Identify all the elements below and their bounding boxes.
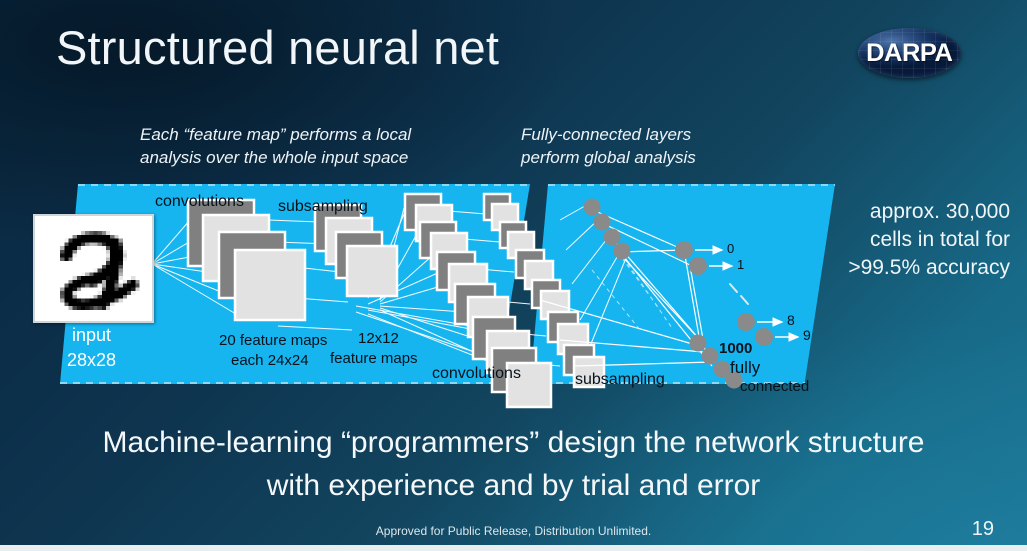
bottom-statement-line-1: Machine-learning “programmers” design th… — [102, 426, 925, 459]
caption-global-analysis: Fully-connected layers perform global an… — [521, 125, 696, 167]
page-title: Structured neural net — [56, 21, 500, 74]
label-convolutions-2: convolutions — [432, 365, 521, 382]
footer-bar — [0, 545, 1027, 551]
bottom-statement: Machine-learning “programmers” design th… — [0, 422, 1027, 507]
label-feature-maps-1-line-1: 20 feature maps — [219, 332, 328, 349]
label-fully-connected-line-2: fully — [730, 358, 761, 377]
darpa-logo: DARPA — [858, 28, 961, 78]
label-subsampling-2: subsampling — [575, 371, 665, 388]
label-feature-maps-2-line-2: feature maps — [330, 350, 418, 367]
accuracy-note-line-1: approx. 30,000 — [869, 200, 1010, 223]
label-convolutions-1: convolutions — [155, 193, 244, 210]
mnist-digit-canvas — [35, 216, 152, 321]
label-subsampling-1: subsampling — [278, 198, 368, 215]
bottom-statement-line-2: with experience and by trial and error — [266, 468, 761, 502]
output-label-0: 0 — [727, 241, 735, 256]
network-diagram: input 28x28 — [0, 180, 1027, 409]
input-label-line-1: input — [71, 325, 112, 345]
label-fully-connected-line-1: 1000 — [719, 340, 753, 357]
approval-notice: Approved for Public Release, Distributio… — [375, 524, 652, 538]
page-number: 19 — [971, 518, 994, 540]
label-feature-maps-2-line-1: 12x12 — [358, 330, 399, 347]
accuracy-note: approx. 30,000 cells in total for >99.5%… — [740, 198, 1010, 282]
label-feature-maps-1-line-2: each 24x24 — [231, 352, 309, 369]
output-label-8: 8 — [787, 312, 795, 328]
input-image — [33, 214, 154, 323]
accuracy-note-line-3: >99.5% accuracy — [848, 255, 1010, 279]
accuracy-note-line-2: cells in total for — [869, 227, 1010, 251]
output-label-1: 1 — [737, 257, 745, 272]
output-label-9: 9 — [803, 327, 811, 343]
fully-connected-panel — [530, 184, 835, 384]
input-label-line-2: 28x28 — [66, 350, 117, 370]
caption-local-analysis: Each “feature map” performs a local anal… — [140, 125, 412, 167]
darpa-logo-text: DARPA — [866, 38, 953, 67]
label-fully-connected-line-3: connected — [740, 378, 810, 395]
